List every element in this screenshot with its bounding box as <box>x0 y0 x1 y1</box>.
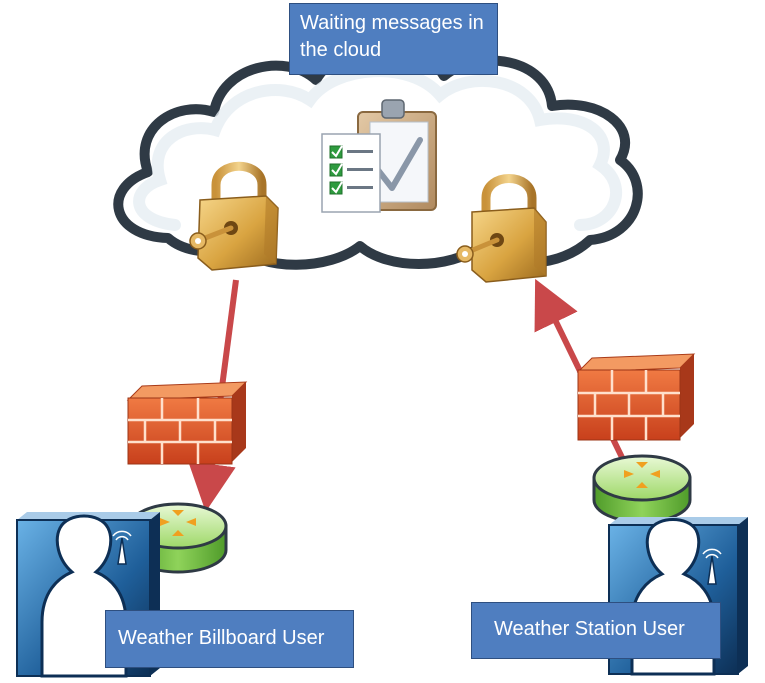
padlock-icon <box>456 174 547 283</box>
billboard-user-label: Weather Billboard User <box>105 610 354 668</box>
clipboard-icon <box>321 99 437 213</box>
cloud-label: Waiting messages in the cloud <box>289 3 498 75</box>
router-icon <box>592 454 692 524</box>
station-user-label: Weather Station User <box>471 602 721 659</box>
firewall-icon <box>576 353 696 441</box>
firewall-icon <box>126 381 248 465</box>
padlock-icon <box>189 161 279 271</box>
